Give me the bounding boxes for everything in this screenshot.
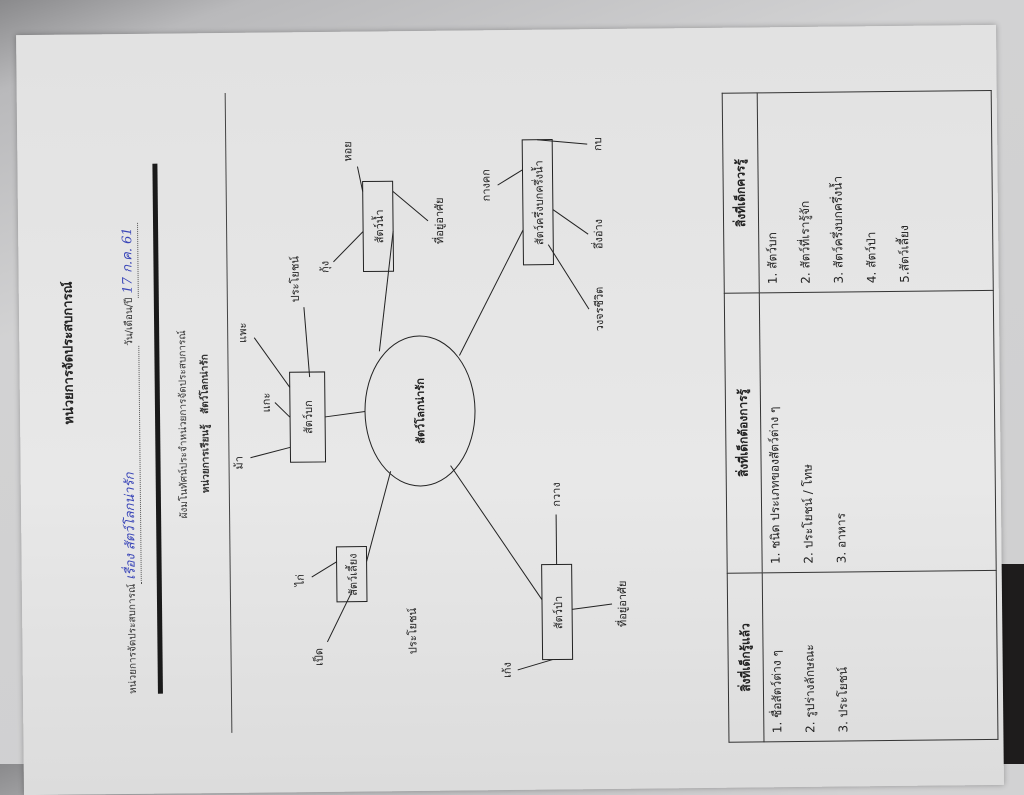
map-label: กางคก bbox=[479, 169, 492, 201]
table-row: 1. ชื่อสัตว์ต่าง ๆ 2. รูปร่างลักษณะ 3. ป… bbox=[757, 90, 998, 742]
map-label: ม้า bbox=[232, 456, 245, 470]
link-amphibian bbox=[458, 229, 524, 356]
map-label: แพะ bbox=[236, 323, 249, 343]
kwl-table: สิ่งที่เด็กรู้แล้ว สิ่งที่เด็กต้องการรู้… bbox=[722, 90, 999, 743]
box-amphibian bbox=[521, 139, 554, 266]
want-cell: 1. ชนิด ประเภทของสัตว์ต่าง ๆ 2. ประโยชน์… bbox=[759, 290, 997, 573]
map-label: ประโยชน์ bbox=[405, 607, 419, 654]
center-circle bbox=[364, 335, 476, 487]
map-label: กบ bbox=[591, 137, 604, 151]
link-pet bbox=[366, 471, 392, 562]
link-wild bbox=[450, 465, 543, 600]
link-land bbox=[324, 411, 366, 418]
list-item: 3. สัตว์ครึ่งบกครึ่งน้ำ bbox=[830, 175, 846, 284]
header-should: สิ่งที่เด็กควรรู้ bbox=[722, 92, 760, 294]
box-land-label: สัตว์บก bbox=[302, 400, 315, 434]
map-label: ที่อยู่อาศัย bbox=[614, 581, 629, 628]
known-cell: 1. ชื่อสัตว์ต่าง ๆ 2. รูปร่างลักษณะ 3. ป… bbox=[762, 570, 998, 742]
list-item: 1. สัตว์บก bbox=[765, 232, 780, 285]
header-known: สิ่งที่เด็กรู้แล้ว bbox=[727, 572, 764, 743]
map-label: อึ่งอ่าง bbox=[590, 219, 605, 250]
list-item: 5.สัตว์เลี้ยง bbox=[897, 225, 912, 283]
map-label: กุ้ง bbox=[318, 261, 331, 273]
list-item: 4. สัตว์ป่า bbox=[864, 231, 879, 284]
map-label: วงจรชีวิต bbox=[593, 287, 606, 332]
map-label: ไก่ bbox=[294, 574, 307, 587]
box-amphibian-label: สัตว์ครึ่งบกครึ่งน้ำ bbox=[530, 160, 546, 245]
list-item: 1. ชนิด ประเภทของสัตว์ต่าง ๆ bbox=[766, 406, 783, 565]
list-item: 1. ชื่อสัตว์ต่าง ๆ bbox=[769, 650, 785, 734]
box-water-label: สัตว์น้ำ bbox=[371, 209, 386, 243]
header-want: สิ่งที่เด็กต้องการรู้ bbox=[724, 292, 763, 574]
should-cell: 1. สัตว์บก 2. สัตว์ที่เรารู้จัก 3. สัตว์… bbox=[757, 90, 994, 293]
list-item: 2. ประโยชน์ / โทษ bbox=[800, 464, 816, 564]
center-label: สัตว์โลกน่ารัก bbox=[413, 378, 428, 444]
map-label: แกะ bbox=[260, 393, 273, 413]
map-label: กวาง bbox=[550, 482, 563, 507]
concept-map: สัตว์โลกน่ารัก สัตว์บก ม้า แกะ แพะ ประโย… bbox=[232, 137, 629, 678]
box-pet-label: สัตว์เลี้ยง bbox=[344, 553, 359, 596]
map-label: ที่อยู่อาศัย bbox=[431, 197, 446, 244]
map-label: ประโยชน์ bbox=[287, 256, 301, 303]
list-item: 2. รูปร่างลักษณะ bbox=[802, 644, 818, 733]
box-wild bbox=[541, 563, 574, 661]
box-wild-label: สัตว์ป่า bbox=[552, 596, 565, 629]
map-label: เก้ง bbox=[501, 662, 514, 678]
map-label: เป็ด bbox=[311, 648, 325, 666]
link-water bbox=[378, 231, 394, 352]
box-pet bbox=[335, 546, 368, 603]
list-item: 3. อาหาร bbox=[834, 512, 849, 564]
box-water bbox=[362, 180, 395, 273]
map-label: หอย bbox=[341, 141, 354, 161]
list-item: 3. ประโยชน์ bbox=[835, 666, 851, 733]
list-item: 2. สัตว์ที่เรารู้จัก bbox=[797, 200, 813, 284]
box-land bbox=[289, 371, 327, 463]
worksheet-page: หน่วยการจัดประสบการณ์ หน่วยการจัดประสบกา… bbox=[16, 24, 1004, 795]
